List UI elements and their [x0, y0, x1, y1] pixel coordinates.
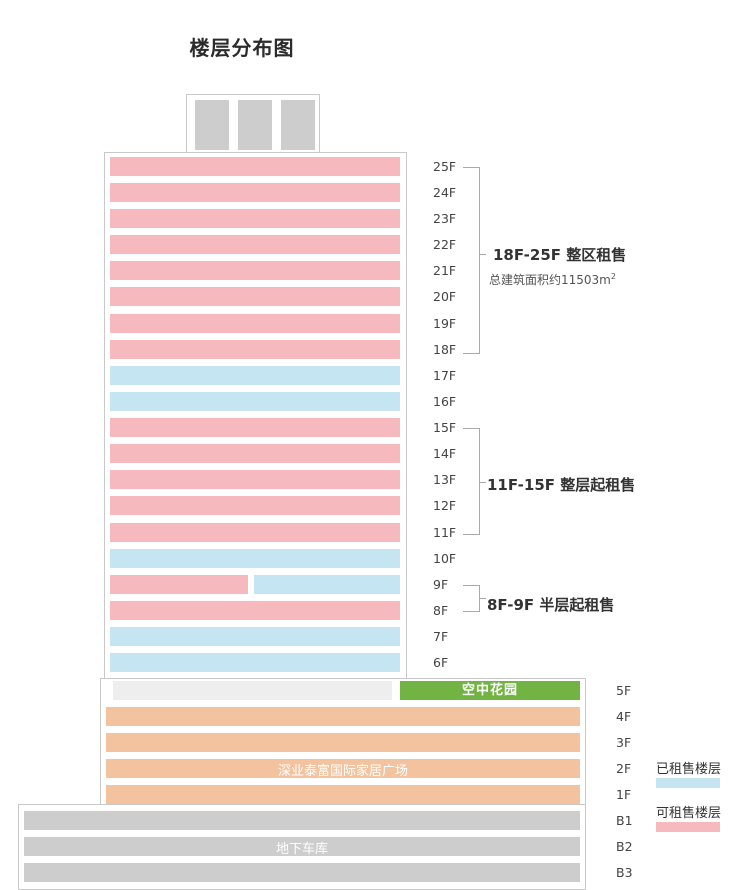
mall-label: 深业泰富国际家居广场 [277, 764, 408, 779]
floor-label: 9F [433, 577, 449, 592]
zone-area-sup: 2 [610, 272, 616, 281]
floor-bar-2f [106, 759, 580, 778]
floor-bar-18f [110, 340, 400, 359]
floor-bar-7f [110, 627, 400, 646]
floor-bar-6f [110, 653, 400, 672]
legend-available-label: 可租售楼层 [656, 806, 722, 821]
floor-label: 23F [433, 211, 457, 226]
zone-area-text: 总建筑面积约11503m [489, 273, 611, 287]
floor-bar-17f [110, 366, 400, 385]
parking-label: 地下车库 [275, 842, 328, 857]
floor-bar-5f-vacant [113, 681, 392, 700]
floor-label: 6F [433, 655, 449, 670]
floor-bar-19f [110, 314, 400, 333]
roof-block [195, 100, 229, 150]
floor-bar-4f [106, 707, 580, 726]
legend-rented-swatch [656, 778, 720, 788]
zone-area-note: 总建筑面积约11503m2 [489, 271, 616, 288]
floor-label: 12F [433, 498, 457, 513]
floor-bar-9f-available-half [110, 575, 248, 594]
floor-label: B2 [616, 839, 633, 854]
floor-label: 8F [433, 603, 449, 618]
floor-label: 17F [433, 368, 457, 383]
floor-bar-3f [106, 733, 580, 752]
legend-rented-label: 已租售楼层 [656, 762, 722, 777]
floor-label: 7F [433, 629, 449, 644]
floor-label: 25F [433, 159, 457, 174]
floor-label: 13F [433, 472, 457, 487]
floor-label: 5F [616, 683, 632, 698]
roof-block [281, 100, 315, 150]
floor-bar-b2 [24, 837, 580, 856]
floor-label: 3F [616, 735, 632, 750]
floor-bar-20f [110, 287, 400, 306]
zone-bracket-tick [480, 254, 486, 255]
floor-label: B3 [616, 865, 633, 880]
floor-bar-8f [110, 601, 400, 620]
floor-label: 20F [433, 289, 457, 304]
floor-label: 15F [433, 420, 457, 435]
floor-label: 10F [433, 551, 457, 566]
floor-bar-10f [110, 549, 400, 568]
floor-label: 1F [616, 787, 632, 802]
floor-label: 19F [433, 316, 457, 331]
sky-garden-bar: 空中花园 [400, 681, 580, 700]
zone-bracket-18-25 [463, 167, 480, 354]
floor-bar-1f [106, 785, 580, 804]
floor-bar-b1 [24, 811, 580, 830]
zone-title-18-25: 18F-25F 整区租售 [493, 246, 627, 264]
floor-bar-16f [110, 392, 400, 411]
zone-title-8-9: 8F-9F 半层起租售 [487, 596, 615, 614]
zone-title-11-15: 11F-15F 整层起租售 [487, 476, 636, 494]
zone-bracket-tick [480, 482, 486, 483]
zone-bracket-11-15 [463, 428, 480, 535]
floor-label: 21F [433, 263, 457, 278]
floor-bar-23f [110, 209, 400, 228]
floor-label: B1 [616, 813, 633, 828]
zone-bracket-8-9 [463, 585, 480, 612]
roof-block [238, 100, 272, 150]
floor-bar-14f [110, 444, 400, 463]
floor-bar-11f [110, 523, 400, 542]
floor-bar-15f [110, 418, 400, 437]
floor-label: 4F [616, 709, 632, 724]
floor-bar-22f [110, 235, 400, 254]
floor-label: 22F [433, 237, 457, 252]
floor-bar-13f [110, 470, 400, 489]
floor-bar-24f [110, 183, 400, 202]
floor-bar-9f-rented-half [254, 575, 400, 594]
floor-bar-12f [110, 496, 400, 515]
legend-available-swatch [656, 822, 720, 832]
floor-bar-b3 [24, 863, 580, 882]
floor-label: 18F [433, 342, 457, 357]
floor-bar-25f [110, 157, 400, 176]
floor-label: 16F [433, 394, 457, 409]
floor-bar-21f [110, 261, 400, 280]
floor-label: 14F [433, 446, 457, 461]
zone-bracket-tick [480, 598, 486, 599]
floor-label: 24F [433, 185, 457, 200]
floor-label: 11F [433, 525, 457, 540]
page-title: 楼层分布图 [189, 36, 295, 60]
floor-label: 2F [616, 761, 632, 776]
